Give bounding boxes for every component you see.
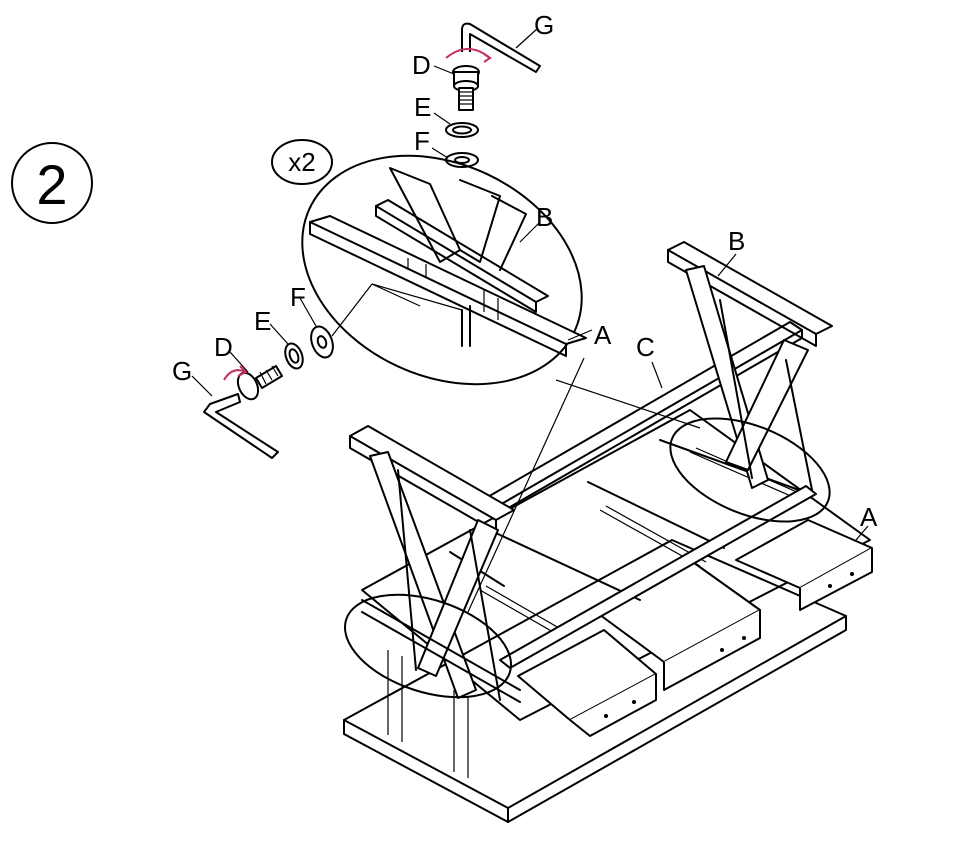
drawer-front-right [735,519,873,611]
label-top-bolt: D [412,50,431,80]
top-allen-key-icon [461,22,541,73]
back-joint-ellipse [669,417,831,523]
side-allen-key-icon [203,393,279,459]
detail-callout: x2 B A [271,139,612,386]
label-top-lock-washer: E [414,92,431,122]
step-number: 2 [36,153,67,216]
back-leg [667,241,833,491]
label-top-flat-washer: F [414,126,430,156]
label-top-allen-key: G [534,10,554,40]
top-lock-washer-icon [445,122,479,138]
lower-stretcher-icon [499,485,817,669]
label-side-allen-key: G [172,356,192,386]
top-hardware-stack: G D E F [412,10,554,168]
label-drawer-frame: A [860,502,878,532]
step-circle [11,142,93,224]
front-joint-ellipse [343,593,513,699]
side-flat-washer-icon [310,325,334,359]
label-main-leg: B [728,226,745,256]
label-detail-panel: A [594,320,612,350]
drawer-front-left [517,629,657,737]
label-side-flat-washer: F [290,282,306,312]
label-stretcher: C [636,332,655,362]
top-bolt-thread-icon [458,87,474,111]
quantity-bubble [271,139,333,185]
label-detail-leg: B [536,202,553,232]
step-badge: 2 [11,142,93,224]
front-leg [349,425,521,703]
side-rotation-arrow-icon [223,369,247,381]
table-assembly: B C A [343,226,878,823]
side-hardware-stack: F E D G [172,282,334,459]
side-lock-washer-icon [284,342,304,370]
label-side-bolt: D [214,332,233,362]
detail-panel-icon [309,215,587,345]
quantity-label: x2 [288,147,315,177]
drawer-front-middle [595,559,761,691]
label-side-lock-washer: E [254,306,271,336]
